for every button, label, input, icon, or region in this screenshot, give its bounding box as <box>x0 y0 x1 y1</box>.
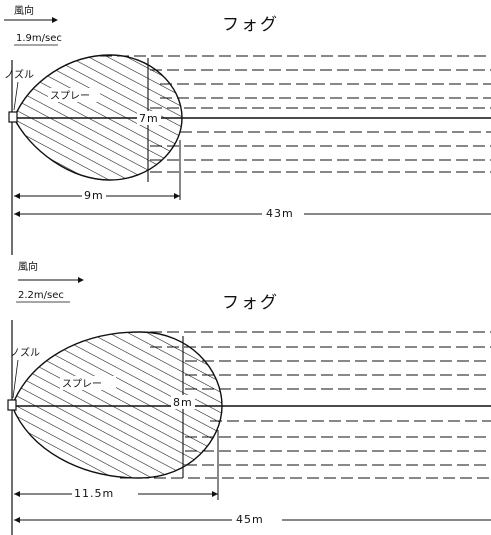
spray-height-1: 7m <box>139 112 159 125</box>
wind-arrow-2 <box>18 277 84 283</box>
fog-lines-2 <box>120 331 491 479</box>
spray-height-2: 8m <box>173 396 193 409</box>
wind-speed-1: 1.9m/sec <box>16 33 62 44</box>
spray-label-2: スプレー <box>62 378 102 390</box>
wind-arrow-1 <box>4 17 58 23</box>
spray-length-2: 11.5m <box>74 487 114 500</box>
spray-label-1: スプレー <box>50 90 90 102</box>
fog-length-2: 45m <box>236 513 264 526</box>
panel-2: 風向 2.2m/sec フォグ ノズル スプレ <box>7 260 491 535</box>
fog-label-1: フォグ <box>222 15 279 35</box>
spray-length-1: 9m <box>84 189 104 202</box>
panel-1: 風向 1.9m/sec フォグ ノズル <box>4 4 491 255</box>
nozzle-label-1: ノズル <box>4 68 34 81</box>
nozzle-label-2: ノズル <box>10 346 40 359</box>
fog-length-dim-1 <box>14 211 491 217</box>
fog-label-2: フォグ <box>222 293 279 313</box>
wind-speed-2: 2.2m/sec <box>18 290 64 301</box>
nozzle-icon-2 <box>7 399 17 411</box>
fog-length-1: 43m <box>266 207 294 220</box>
wind-label-1: 風向 <box>14 4 34 17</box>
nozzle-icon-1 <box>8 111 18 123</box>
wind-label-2: 風向 <box>18 260 38 273</box>
fog-lines-1 <box>100 55 491 173</box>
